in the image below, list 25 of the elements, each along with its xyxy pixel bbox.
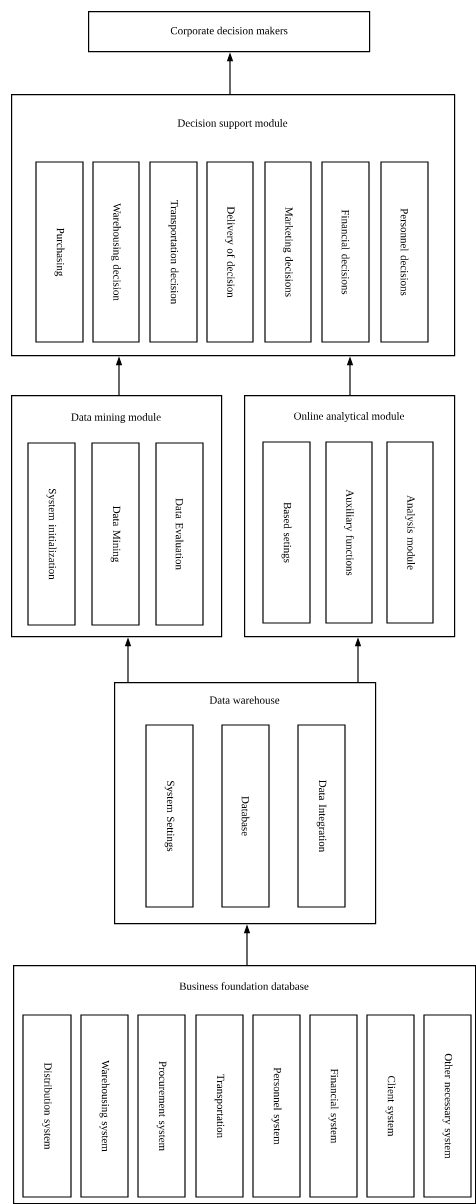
component-box: System Settings — [145, 724, 194, 908]
component-box: Marketing decisions — [264, 161, 312, 343]
component-box: Purchasing — [35, 161, 84, 343]
component-box: Data Evaluation — [155, 442, 204, 626]
component-box: Warehousing system — [80, 1014, 129, 1198]
component-box: Delivery of decision — [206, 161, 254, 343]
box: Corporate decision makers — [88, 11, 371, 53]
component-box: Procurement system — [137, 1014, 186, 1198]
component-box: System initialization — [27, 442, 76, 626]
component-box: Analysis module — [386, 441, 434, 624]
component-box: Warehousing decision — [92, 161, 140, 343]
component-box: Personnel decisions — [380, 161, 429, 343]
component-box: Distribution system — [22, 1014, 72, 1198]
component-box: Auxiliary functions — [325, 441, 373, 624]
component-box: Other necessary system — [423, 1014, 472, 1198]
component-box: Personnel system — [252, 1014, 301, 1198]
component-box: Client system — [366, 1014, 415, 1198]
component-box: Financial decisions — [321, 161, 370, 343]
component-box: Database — [221, 724, 270, 908]
component-box: Data Mining — [91, 442, 140, 626]
component-box: Financial system — [309, 1014, 358, 1198]
component-box: Transportation decision — [149, 161, 198, 343]
component-box: Transportation — [195, 1014, 244, 1198]
component-box: Data Integration — [297, 724, 346, 908]
component-box: Based setings — [262, 441, 311, 624]
